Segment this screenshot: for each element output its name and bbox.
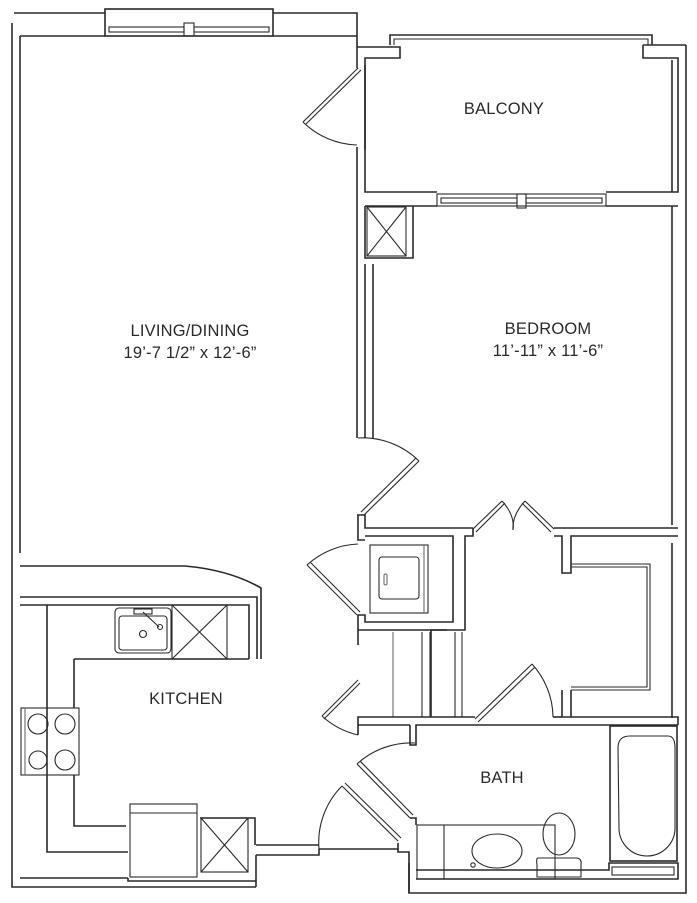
kitchen-label: KITCHEN (136, 688, 236, 710)
walk-in-closet (430, 528, 679, 725)
room-name: BATH (480, 769, 524, 787)
bedroom-label: BEDROOM 11’-11” x 11’-6” (448, 318, 648, 362)
living-window (104, 8, 274, 37)
living-dining-label: LIVING/DINING 19’-7 1/2” x 12’-6” (90, 320, 290, 364)
room-name: LIVING/DINING (130, 322, 250, 340)
room-dimensions: 11’-11” x 11’-6” (492, 342, 604, 360)
stove-icon (20, 707, 80, 776)
hall-bath-door (474, 663, 562, 723)
room-name: BALCONY (463, 100, 545, 118)
dishwasher-icon (171, 604, 228, 660)
kitchen-counters (20, 565, 262, 882)
room-name: BEDROOM (504, 320, 592, 338)
refrigerator-icon (129, 803, 198, 878)
bath-label: BATH (462, 767, 542, 789)
mechanical-shaft (364, 206, 414, 438)
room-dimensions: 19’-7 1/2” x 12’-6” (123, 344, 257, 362)
balcony-walls (357, 34, 686, 209)
balcony-label: BALCONY (444, 98, 564, 120)
bath-entry-door (255, 742, 417, 893)
sink-icon (114, 607, 172, 654)
linen-closet (321, 629, 475, 736)
bedroom-door (357, 437, 473, 529)
room-name: KITCHEN (149, 690, 223, 708)
exterior-walls (11, 12, 687, 894)
balcony-door (302, 47, 366, 438)
bedroom-closet-doors (472, 500, 678, 533)
pantry-icon (200, 817, 256, 882)
bathroom (358, 724, 679, 880)
laundry-closet (306, 515, 454, 630)
